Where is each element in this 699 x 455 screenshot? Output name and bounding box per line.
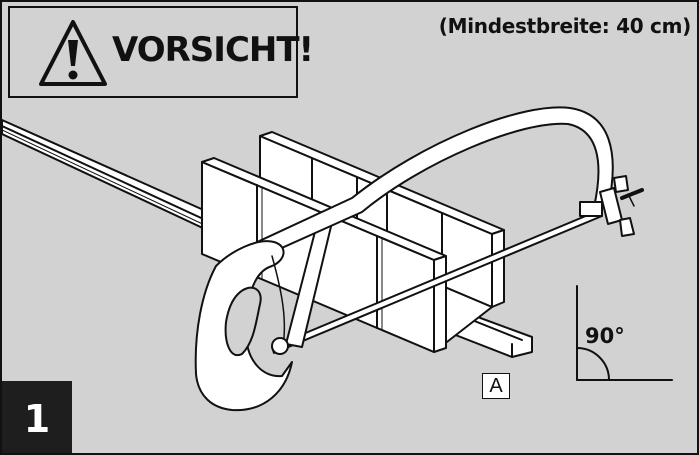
- warning-triangle-icon: [39, 20, 107, 86]
- step-number: 1: [2, 381, 72, 453]
- warning-box: VORSICHT!: [8, 6, 314, 98]
- warning-label: VORSICHT!: [112, 30, 314, 70]
- hacksaw: [194, 106, 644, 412]
- min-width-note: (Mindestbreite: 40 cm): [438, 14, 692, 38]
- angle-label: 90°: [585, 324, 625, 348]
- right-angle-marker: [576, 285, 673, 381]
- part-label-a: A: [482, 373, 510, 399]
